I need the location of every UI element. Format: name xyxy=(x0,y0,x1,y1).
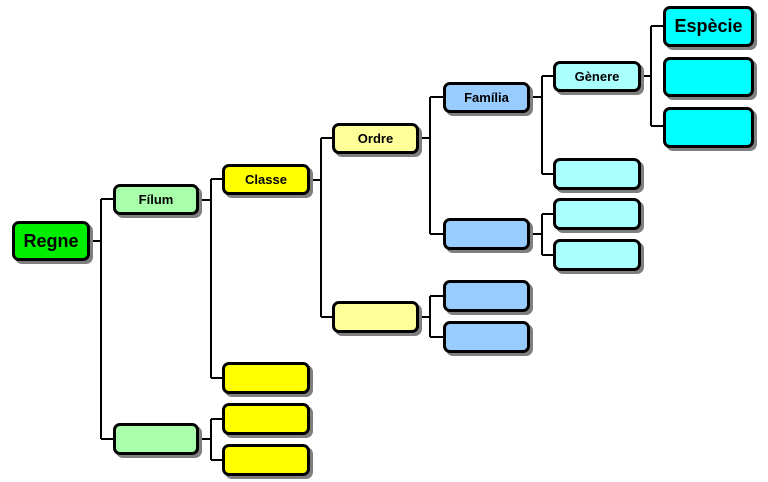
connector-ordre2-familia xyxy=(419,295,443,338)
node-ordre: Ordre xyxy=(332,123,419,154)
connector-classe-ordre xyxy=(310,137,332,318)
node-genere-empty xyxy=(553,239,641,271)
node-especie-empty xyxy=(663,107,754,148)
node-especie-empty xyxy=(663,57,754,97)
connector-filum2-classe xyxy=(199,418,222,461)
connector-ordre-familia xyxy=(419,96,443,235)
node-genere: Gènere xyxy=(553,61,641,92)
node-genere-empty xyxy=(553,158,641,190)
node-especie: Espècie xyxy=(663,6,754,47)
node-classe-empty xyxy=(222,362,310,394)
connector-genere-especie xyxy=(641,25,663,127)
node-genere-empty xyxy=(553,198,641,230)
connector-filum-classe xyxy=(199,178,222,379)
node-regne: Regne xyxy=(12,221,90,261)
node-classe: Classe xyxy=(222,164,310,195)
node-familia-empty xyxy=(443,280,530,312)
connector-familia2-genere xyxy=(530,213,553,256)
node-ordre-empty xyxy=(332,301,419,333)
node-familia-empty xyxy=(443,218,530,250)
connector-regne-filum xyxy=(90,198,113,440)
node-familia: Família xyxy=(443,82,530,113)
node-classe-empty xyxy=(222,444,310,476)
node-filum: Fílum xyxy=(113,184,199,215)
connector-familia-genere xyxy=(530,75,553,175)
node-classe-empty xyxy=(222,403,310,435)
node-filum-empty xyxy=(113,423,199,455)
node-familia-empty xyxy=(443,321,530,353)
